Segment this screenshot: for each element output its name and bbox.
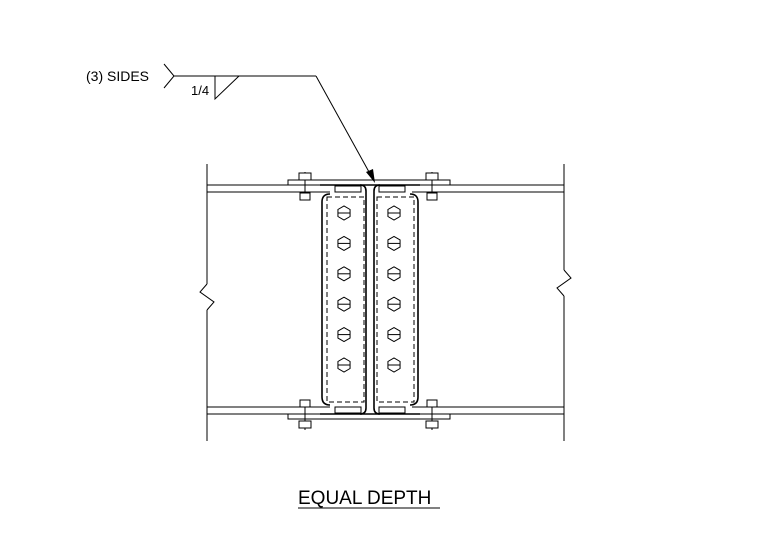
bolt-head-icon [299, 192, 311, 201]
weld-tail [163, 63, 175, 89]
left-beam [199, 164, 330, 441]
nut-icon [298, 420, 312, 429]
detail-title-group: EQUAL DEPTH [298, 488, 440, 509]
right-angle-hidden [376, 196, 415, 403]
weld-arrowhead-icon [366, 169, 375, 183]
flange-plates [287, 179, 451, 420]
bolt-head-icon [426, 399, 438, 408]
bolt-head-icon [299, 399, 311, 408]
right-break-line-icon [556, 269, 572, 297]
flange-bolt-bottom-left [298, 399, 312, 430]
left-bolt-column [337, 205, 351, 373]
nut-icon [425, 172, 439, 181]
clip-angles [321, 185, 419, 414]
nut-icon [298, 172, 312, 181]
right-bottom-angle-leg [378, 406, 406, 414]
bolt-head-icon [426, 192, 438, 201]
weld-symbol: (3) SIDES 1/4 [86, 63, 375, 183]
left-angle-outline [321, 193, 331, 406]
flange-bolt-bottom-right [425, 399, 439, 430]
weld-note-label: (3) SIDES [86, 68, 149, 84]
left-break-line-icon [199, 283, 215, 311]
nut-icon [425, 420, 439, 429]
center-beam-section [320, 184, 420, 415]
flange-bolt-top-left [298, 172, 312, 201]
flange-bolt-top-right [425, 172, 439, 201]
right-beam [412, 164, 572, 441]
right-bolt-column [387, 205, 401, 373]
bottom-fillet-right [373, 407, 381, 415]
weld-arrow-leader [315, 75, 375, 182]
weld-size-label: 1/4 [191, 83, 209, 98]
flange-bolts [298, 172, 439, 430]
fillet-weld-symbol [214, 75, 240, 101]
left-top-angle-leg [334, 185, 362, 193]
top-fillet-left [359, 184, 367, 192]
top-fillet-right [373, 184, 381, 192]
right-angle-outline [409, 193, 419, 406]
left-bottom-angle-leg [334, 406, 362, 414]
right-top-angle-leg [378, 185, 406, 193]
detail-title: EQUAL DEPTH [298, 488, 431, 509]
left-angle-hidden [326, 196, 365, 403]
bottom-fillet-left [359, 407, 367, 415]
